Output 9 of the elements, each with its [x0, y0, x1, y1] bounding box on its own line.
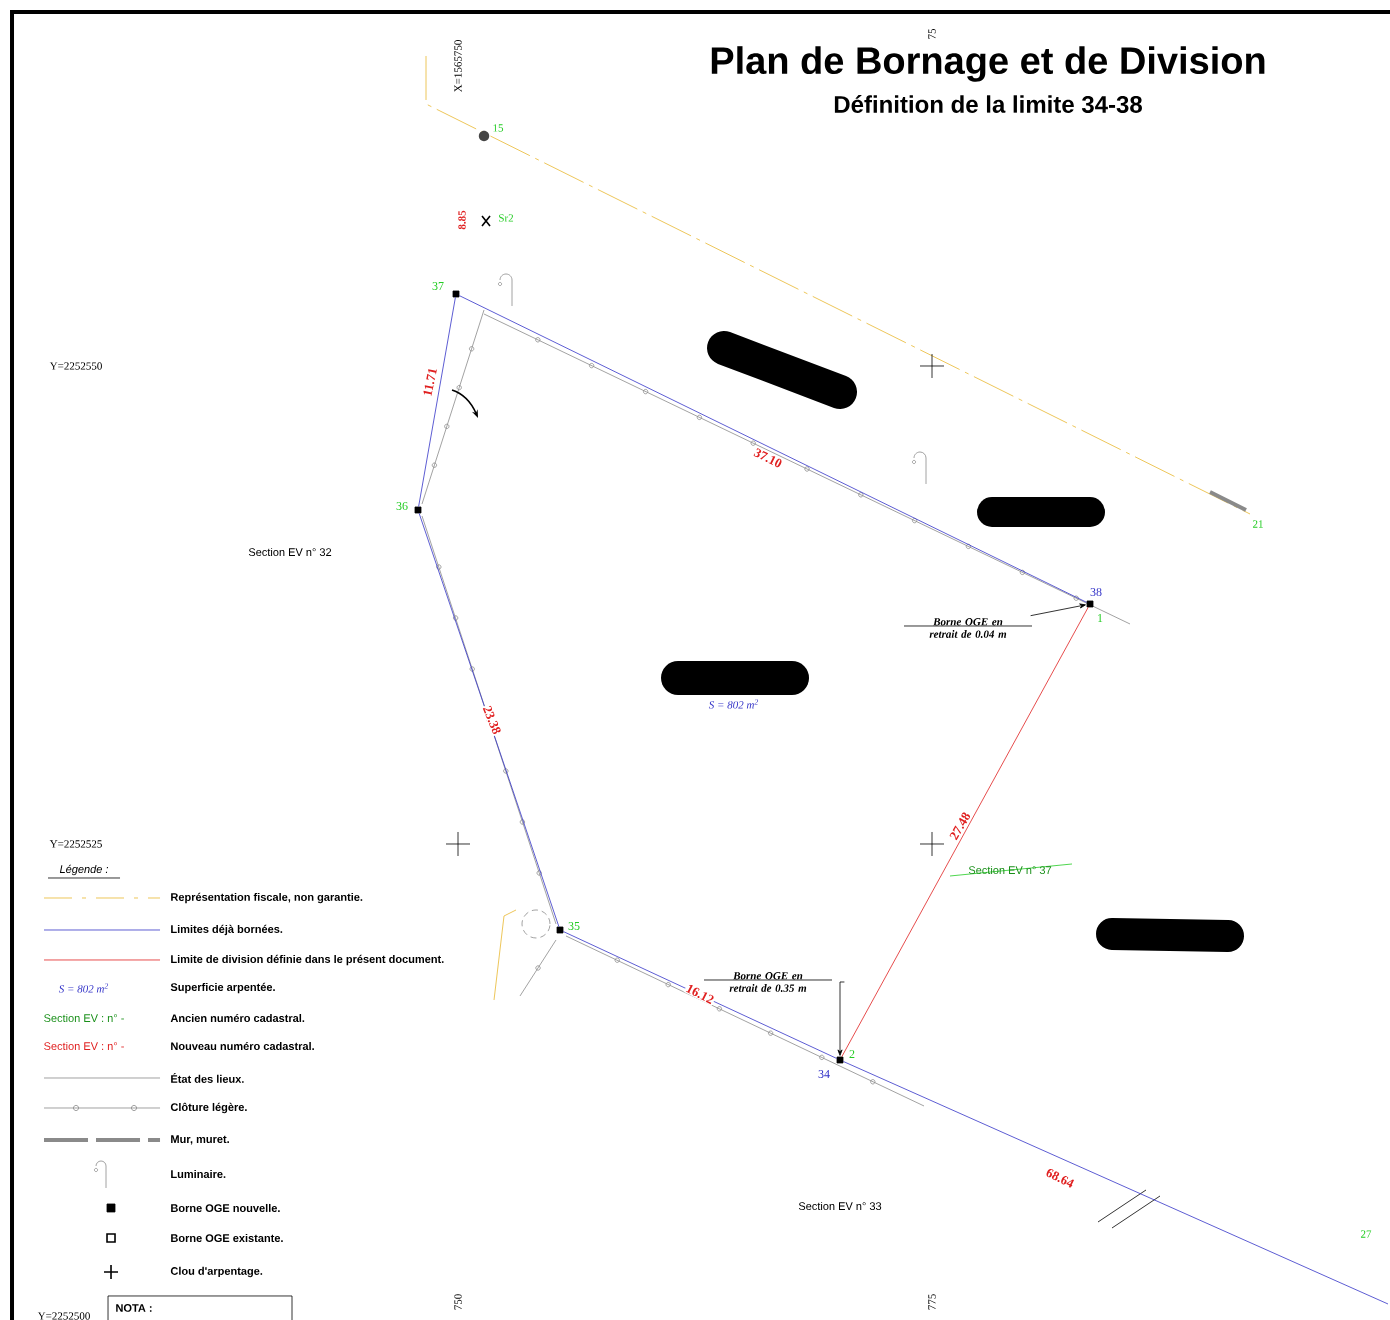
boundary-line [841, 607, 1089, 1057]
boundary-line [459, 295, 1087, 603]
boundary-line [843, 1061, 1389, 1305]
leader-line [837, 981, 845, 1056]
title: Plan de Bornage et de Division [711, 46, 1265, 82]
subtitle: Définition de la limite 34-38 [834, 95, 1142, 113]
boundary-line [563, 931, 837, 1059]
boundary-line [418, 297, 456, 507]
leader-line [1030, 603, 1086, 617]
